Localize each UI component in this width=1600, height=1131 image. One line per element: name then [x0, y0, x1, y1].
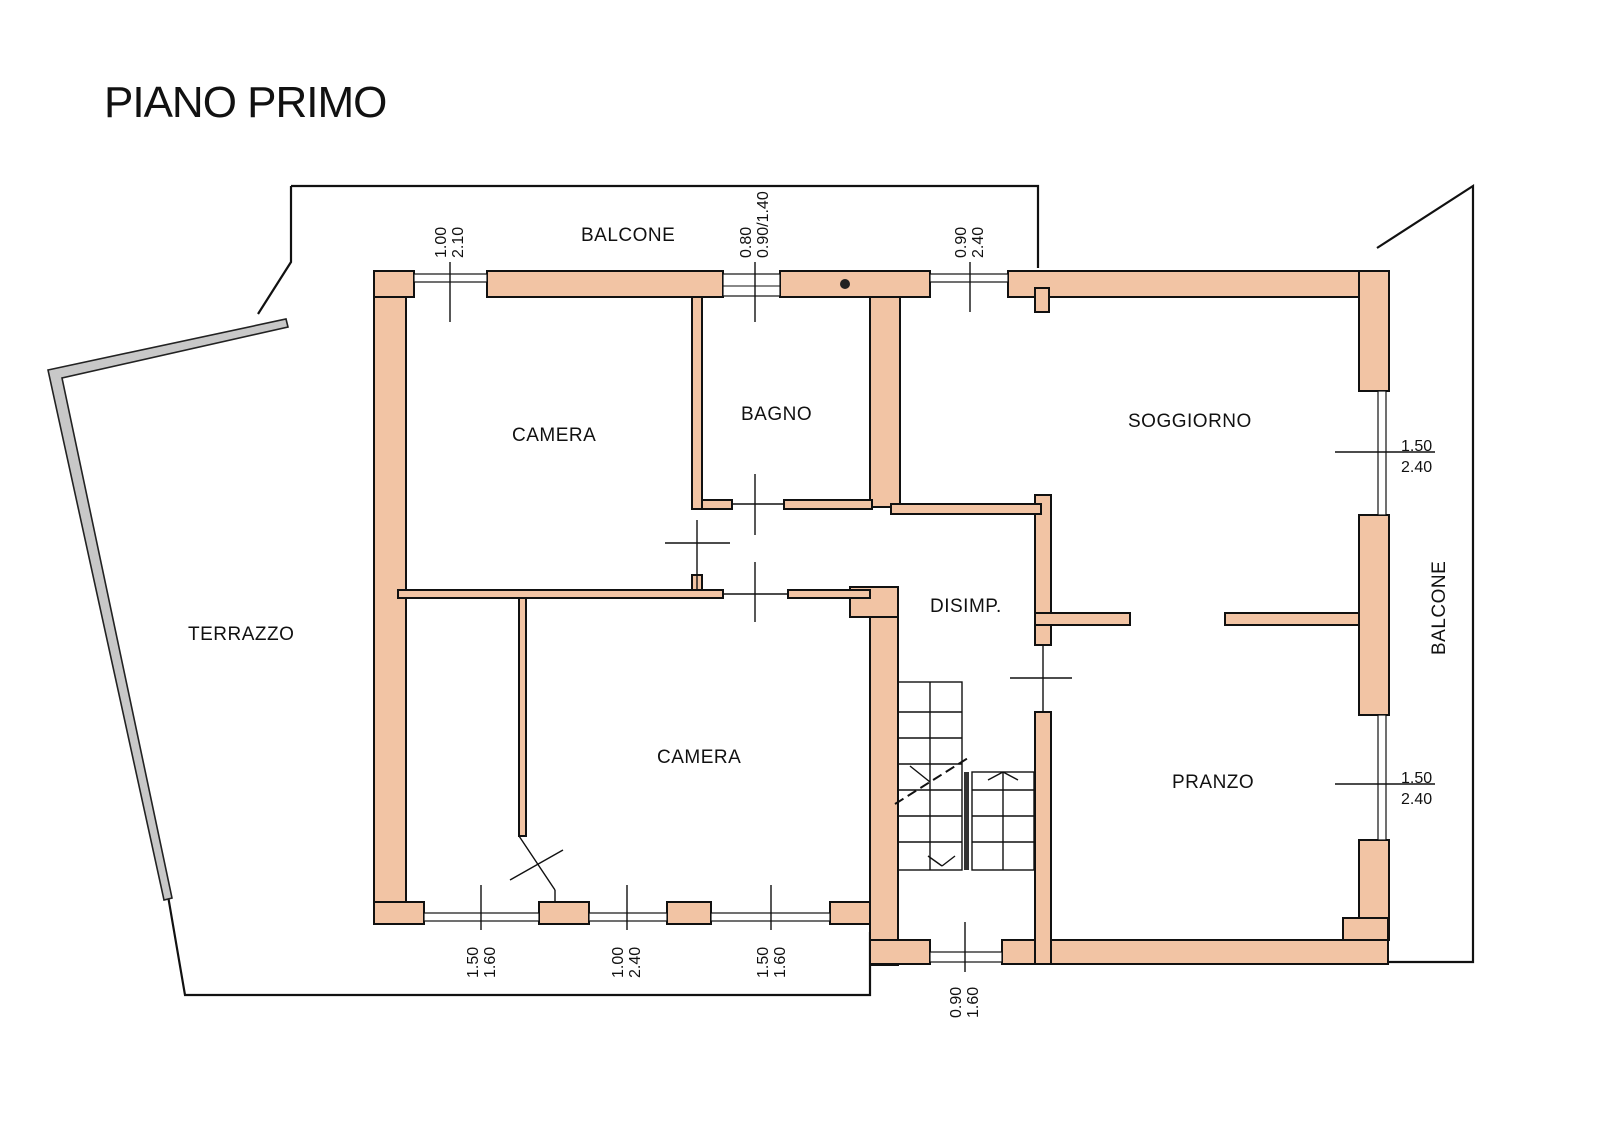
dim-top1-a: 1.00	[433, 227, 450, 258]
label-disimp: DISIMP.	[930, 596, 1002, 617]
staircase	[894, 681, 1035, 871]
dim-bot2-b: 2.40	[627, 947, 644, 978]
dim-bot3-a: 1.50	[755, 947, 772, 978]
dim-bot3-b: 1.60	[772, 947, 789, 978]
terrace-railing	[47, 318, 289, 901]
dim-right1-b: 2.40	[1401, 459, 1432, 476]
label-terrazzo: TERRAZZO	[188, 624, 294, 645]
label-balcone-right: BALCONE	[1429, 561, 1450, 655]
dim-bot4-a: 0.90	[948, 987, 965, 1018]
dim-right2-a: 1.50	[1401, 770, 1432, 787]
dim-bot1-a: 1.50	[465, 947, 482, 978]
label-camera-bottom: CAMERA	[657, 747, 741, 768]
dim-bot4-b: 1.60	[965, 987, 982, 1018]
walls	[373, 270, 1390, 966]
dim-right2-b: 2.40	[1401, 791, 1432, 808]
label-balcone-top: BALCONE	[581, 225, 675, 246]
dim-bot2-a: 1.00	[610, 947, 627, 978]
dimension-lines	[449, 262, 1435, 972]
label-camera-top: CAMERA	[512, 425, 596, 446]
dim-top3-b: 2.40	[970, 227, 987, 258]
label-pranzo: PRANZO	[1172, 772, 1254, 793]
dim-top1-b: 2.10	[450, 227, 467, 258]
page-title: PIANO PRIMO	[104, 78, 387, 127]
column-marker	[840, 279, 850, 289]
dim-top2-b: 0.90/1.40	[755, 191, 772, 258]
dim-top3-a: 0.90	[953, 227, 970, 258]
label-bagno: BAGNO	[741, 404, 812, 425]
dim-right1-a: 1.50	[1401, 438, 1432, 455]
dim-top2-a: 0.80	[738, 227, 755, 258]
label-soggiorno: SOGGIORNO	[1128, 411, 1252, 432]
door-symbols	[509, 474, 1072, 902]
dim-bot1-b: 1.60	[482, 947, 499, 978]
